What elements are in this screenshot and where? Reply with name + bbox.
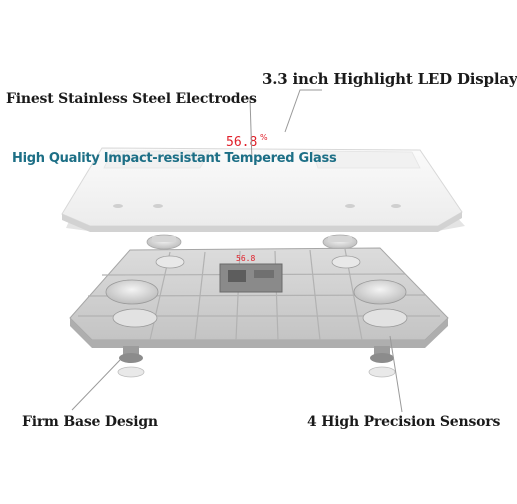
base-tray: 56.8 bbox=[69, 247, 449, 348]
leader-base bbox=[71, 359, 121, 411]
leader-sensors bbox=[389, 335, 403, 413]
electrode-pad-top-right bbox=[311, 150, 421, 169]
led-display: 56.8 % bbox=[226, 133, 268, 150]
sensor-cap-top-right bbox=[322, 234, 358, 250]
foot-front-left bbox=[117, 346, 145, 378]
electrode-pad-top-left bbox=[103, 150, 211, 169]
exploded-scale-diagram: 56.8 % 56.8 bbox=[6, 70, 517, 430]
sensor-cap-top-left bbox=[146, 234, 182, 250]
led-reading: 56.8 bbox=[226, 135, 257, 150]
label-sensors: 4 High Precision Sensors bbox=[307, 414, 501, 430]
label-led-display: 3.3 inch Highlight LED Display bbox=[262, 70, 517, 88]
sensor-housing-right bbox=[353, 279, 407, 305]
led-unit: % bbox=[260, 133, 268, 142]
scale-illustration: 56.8 % 56.8 bbox=[61, 89, 465, 413]
leader-display bbox=[284, 89, 322, 133]
sensor-housing-left bbox=[105, 279, 159, 305]
tempered-glass-plate bbox=[61, 147, 465, 232]
foot-front-right bbox=[368, 346, 396, 378]
label-tempered-glass: High Quality Impact-resistant Tempered G… bbox=[12, 151, 337, 166]
label-electrodes: Finest Stainless Steel Electrodes bbox=[6, 91, 257, 107]
label-firm-base: Firm Base Design bbox=[22, 414, 158, 430]
base-led-reading: 56.8 bbox=[236, 254, 255, 263]
leader-electrodes bbox=[249, 97, 253, 163]
leader-lines bbox=[71, 89, 403, 413]
